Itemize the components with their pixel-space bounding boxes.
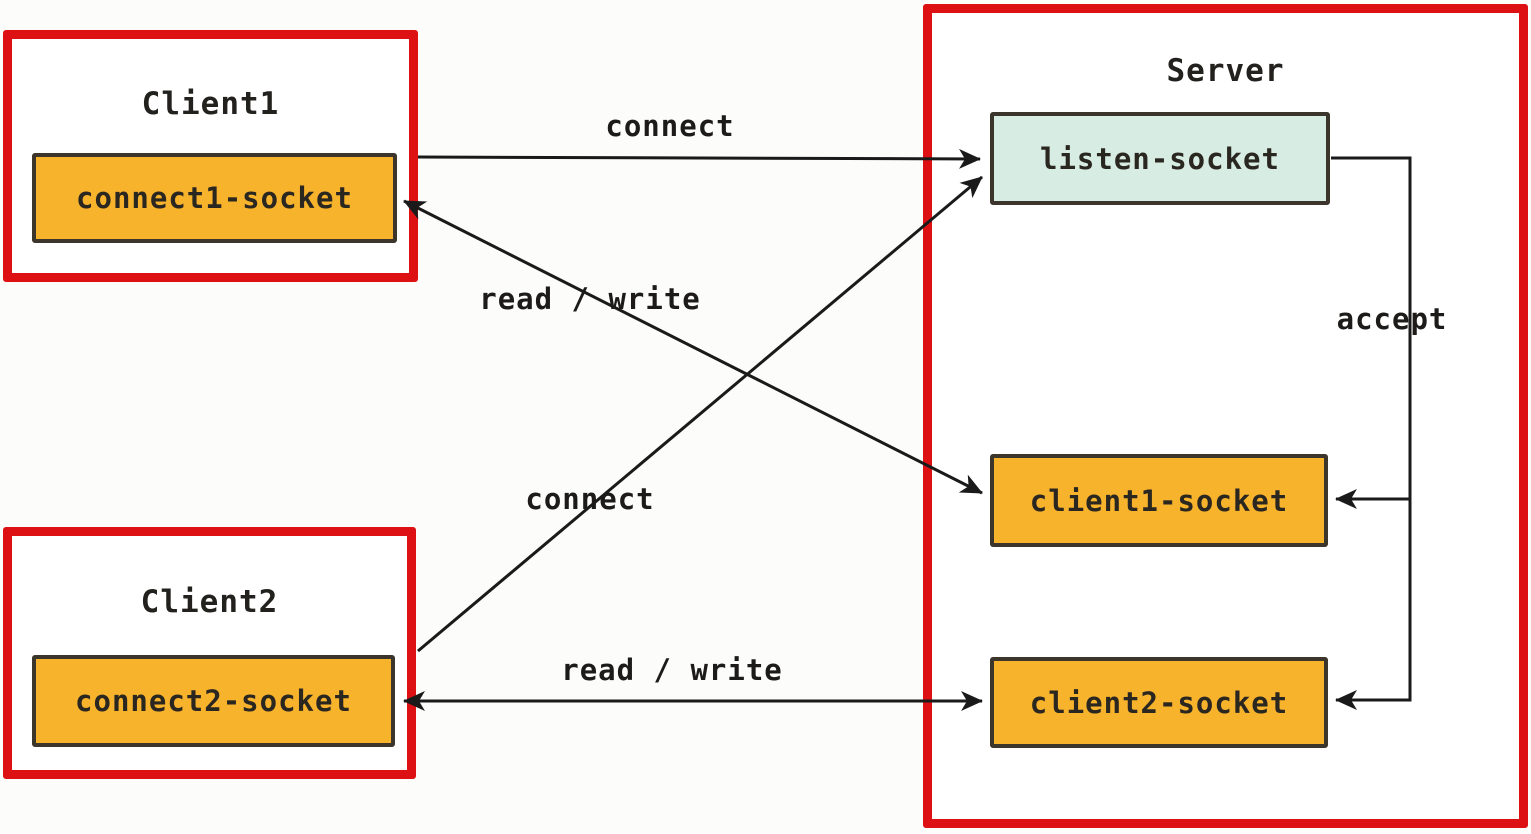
read-write1-arrow xyxy=(403,199,983,495)
read-write-top-label: read / write xyxy=(479,282,701,316)
client2-title: Client2 xyxy=(140,584,279,620)
connect2-socket-label: connect2-socket xyxy=(75,684,352,718)
listen-socket-label: listen-socket xyxy=(1040,141,1280,176)
listen-socket-node: listen-socket xyxy=(990,112,1330,205)
server-title: Server xyxy=(1166,53,1285,89)
client1-socket-node: client1-socket xyxy=(990,454,1328,547)
connect1-socket-node: connect1-socket xyxy=(32,153,397,243)
client1-socket-label: client1-socket xyxy=(1029,483,1289,518)
connect2-socket-node: connect2-socket xyxy=(32,655,395,747)
connect1-socket-label: connect1-socket xyxy=(76,181,353,215)
client1-title: Client1 xyxy=(141,86,280,122)
client2-socket-label: client2-socket xyxy=(1029,685,1289,720)
read-write-bottom-label: read / write xyxy=(561,653,783,687)
connect-bottom-label: connect xyxy=(525,482,655,516)
connect1-arrow xyxy=(417,148,981,169)
accept-label: accept xyxy=(1336,302,1448,336)
connect-top-label: connect xyxy=(605,109,735,143)
client2-socket-node: client2-socket xyxy=(990,657,1328,748)
connect2-arrow xyxy=(417,175,983,653)
